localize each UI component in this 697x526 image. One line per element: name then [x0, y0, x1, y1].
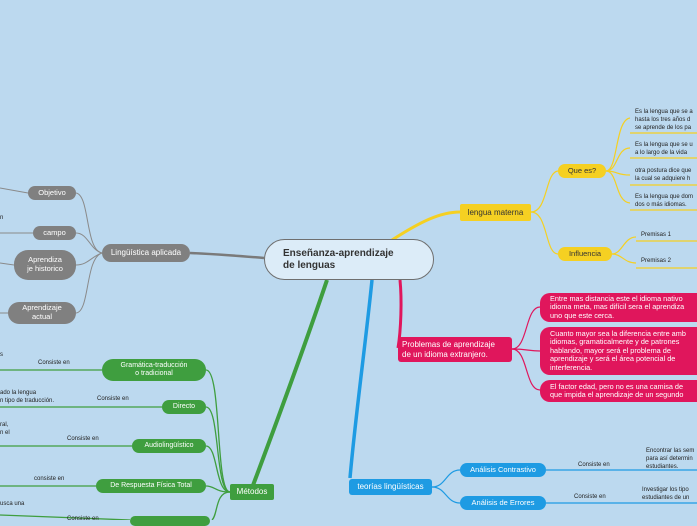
node-campo[interactable]: campo [33, 226, 76, 240]
connector-respuesta-fisica: consiste en [34, 476, 65, 482]
audiolinguistico-left-text: ral, n el [0, 422, 10, 437]
metodo-partial-bottom[interactable] [130, 516, 210, 526]
premisa-2: Premisas 2 [641, 258, 672, 264]
metodo-gramatica-traduccion[interactable]: Gramática-traducción o tradicional [102, 359, 206, 381]
que-es-note-3: otra postura dice que la cual se adquier… [635, 168, 692, 183]
metodo-respuesta-fisica-total[interactable]: De Respuesta Física Total [96, 479, 206, 493]
node-influencia[interactable]: Influencia [558, 247, 612, 261]
directo-left-text: ado la lengua n tipo de traducción. [0, 390, 55, 405]
gramatica-left-text: s [0, 352, 3, 358]
problema-edad[interactable]: El factor edad, pero no es una camisa de… [540, 380, 697, 402]
node-lengua-materna[interactable]: lengua materna [460, 204, 531, 221]
premisa-1: Premisas 1 [641, 232, 672, 238]
node-linguistica-aplicada[interactable]: Lingüística aplicada [102, 244, 190, 262]
errores-text: Investigar los tipo estudiantes de un [642, 487, 690, 502]
node-teorias-linguisticas[interactable]: teorías lingüísticas [349, 479, 432, 495]
node-aprendizaje-actual[interactable]: Aprendizaje actual [8, 302, 76, 324]
que-es-note-1: Es la lengua que se a hasta los tres año… [635, 109, 693, 132]
central-title-line2: de lenguas [283, 259, 336, 271]
connector-directo: Consiste en [97, 396, 129, 402]
cut-text: n [0, 215, 4, 221]
connector-gramatica: Consiste en [38, 360, 70, 366]
metodo-directo[interactable]: Directo [162, 400, 206, 414]
que-es-note-4: Es la lengua que dom dos o más idiomas. [635, 194, 694, 209]
node-metodos[interactable]: Métodos [230, 484, 274, 500]
node-objetivo[interactable]: Objetivo [28, 186, 76, 200]
node-analisis-contrastivo[interactable]: Análisis Contrastivo [460, 463, 546, 477]
problema-diferencia[interactable]: Cuanto mayor sea la diferencia entre amb… [540, 327, 697, 375]
node-aprendizaje-historico[interactable]: Aprendiza je historico [14, 250, 76, 280]
que-es-note-2: Es la lengua que se u a lo largo de la v… [635, 142, 693, 157]
central-topic[interactable]: Enseñanza-aprendizaje de lenguas [264, 239, 434, 280]
contrastivo-text: Encontrar las sem para así determin estu… [646, 448, 695, 471]
metodo-audiolinguistico[interactable]: Audiolingüístico [132, 439, 206, 453]
node-analisis-errores[interactable]: Análisis de Errores [460, 496, 546, 510]
bottom-left-text: usca una [0, 501, 25, 507]
problema-distancia[interactable]: Entre mas distancia este el idioma nativ… [540, 293, 697, 322]
connector-contrastivo: Consiste en [578, 462, 610, 468]
connector-errores: Consiste en [574, 494, 606, 500]
central-title-line1: Enseñanza-aprendizaje [283, 247, 394, 259]
connector-audiolinguistico: Consiste en [67, 436, 99, 442]
node-que-es[interactable]: Que es? [558, 164, 606, 178]
connector-bottom: Consiste en [67, 516, 99, 522]
node-problemas-aprendizaje[interactable]: Problemas de aprendizaje de un idioma ex… [398, 337, 512, 362]
